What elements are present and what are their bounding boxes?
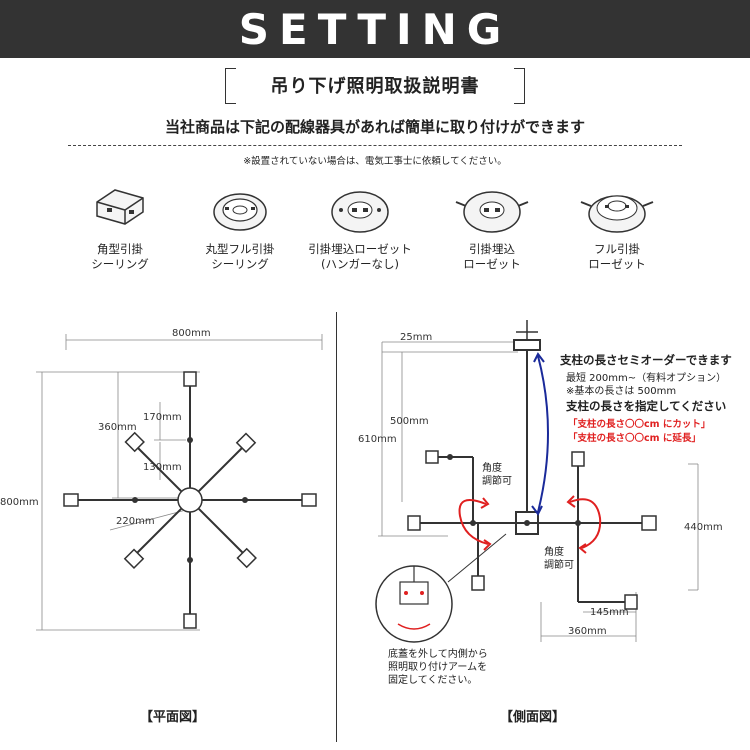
detail-line: 底蓋を外して内側から	[388, 649, 488, 660]
pole-line-2: ※基本の長さは 500mm	[566, 386, 677, 397]
fixture-label: ローゼット	[463, 257, 521, 271]
angle-label-1: 角度調節可	[482, 462, 512, 488]
square-ceiling-icon	[96, 189, 144, 225]
fixture-round-ceiling: 丸型フル引掛シーリング	[180, 180, 300, 272]
bracket-right	[514, 68, 525, 104]
side-dim-500: 500mm	[390, 416, 429, 427]
fixture-label: 引掛埋込ローゼット	[308, 242, 412, 256]
fixture-label: シーリング	[91, 257, 149, 271]
side-dim-25: 25mm	[400, 332, 432, 343]
fixture-label: シーリング	[211, 257, 269, 271]
embedded-rosette-hanger-icon	[455, 191, 529, 233]
plan-dim-220: 220mm	[116, 516, 155, 527]
side-dim-145: 145mm	[590, 607, 629, 618]
side-dim-610: 610mm	[358, 434, 397, 445]
plan-dim-170: 170mm	[143, 412, 182, 423]
bracket-left	[225, 68, 236, 104]
manual-subtitle: 吊り下げ照明取扱説明書	[270, 76, 480, 97]
angle-text: 調節可	[544, 560, 574, 571]
angle-text: 調節可	[482, 476, 512, 487]
round-ceiling-icon	[213, 193, 267, 231]
side-dim-360: 360mm	[568, 626, 607, 637]
angle-text: 角度	[482, 463, 502, 474]
side-dim-440: 440mm	[684, 522, 723, 533]
banner-title: SETTING	[238, 4, 512, 54]
electrician-note: ※設置されていない場合は、電気工事士に依頼してください。	[243, 156, 507, 167]
side-view-caption: 【側面図】	[500, 710, 566, 725]
pole-line-1: 最短 200mm~（有料オプション）	[566, 373, 727, 384]
fixture-embedded-rosette: 引掛埋込ローゼット	[432, 180, 552, 272]
fixture-label: 角型引掛	[97, 242, 143, 256]
angle-label-2: 角度調節可	[544, 546, 574, 572]
fixture-square-ceiling: 角型引掛シーリング	[60, 180, 180, 272]
plan-dim-360: 360mm	[98, 422, 137, 433]
plan-dim-130: 130mm	[143, 462, 182, 473]
fixture-label: 丸型フル引掛	[205, 242, 275, 256]
plan-dim-width: 800mm	[172, 328, 211, 339]
vertical-divider	[336, 312, 337, 742]
fixture-embedded-rosette-no-hanger: 引掛埋込ローゼット(ハンガーなし)	[300, 180, 420, 272]
fixture-label: 引掛埋込	[469, 242, 515, 256]
embedded-rosette-icon	[331, 191, 389, 233]
pole-bold: 支柱の長さを指定してください	[566, 399, 727, 413]
plan-dim-height: 800mm	[0, 497, 39, 508]
dotted-divider	[68, 145, 682, 146]
fixture-label: (ハンガーなし)	[321, 257, 399, 271]
detail-line: 照明取り付けアームを	[388, 662, 488, 673]
fixture-label: フル引掛	[594, 242, 640, 256]
fixture-full-rosette: フル引掛ローゼット	[557, 180, 677, 272]
detail-line: 固定してください。	[388, 675, 478, 686]
plan-view-diagram: 800mm 800mm 360mm 170mm 130mm 220mm	[0, 328, 323, 631]
side-view-diagram: 25mm 500mm 610mm 440mm 145mm 360mm	[358, 320, 723, 643]
pole-title: 支柱の長さセミオーダーできます	[560, 353, 732, 367]
plan-view-caption: 【平面図】	[140, 710, 206, 725]
full-rosette-icon	[580, 195, 654, 233]
pole-red-1: 「支柱の長さ〇〇cm にカット」	[568, 419, 711, 430]
angle-text: 角度	[544, 547, 564, 558]
pole-red-2: 「支柱の長さ〇〇cm に延長」	[568, 433, 701, 444]
fixture-label: ローゼット	[588, 257, 646, 271]
header-banner: SETTING	[0, 0, 750, 58]
subtitle-box: 吊り下げ照明取扱説明書	[225, 68, 525, 104]
lead-text: 当社商品は下記の配線器具があれば簡単に取り付けができます	[164, 118, 585, 136]
detail-instructions: 底蓋を外して内側から 照明取り付けアームを 固定してください。	[388, 648, 488, 687]
